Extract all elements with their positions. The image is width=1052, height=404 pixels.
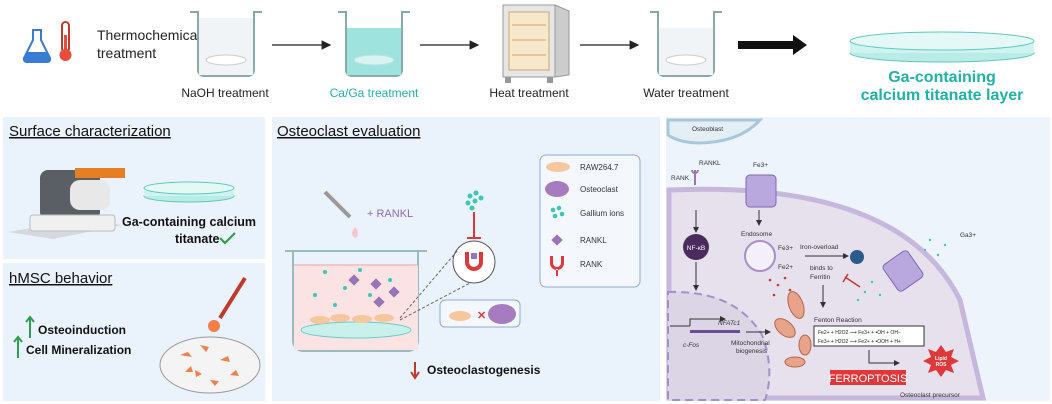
hmsc-item1: Osteoinduction (38, 323, 126, 337)
fe3-top: Fe3+ (753, 162, 768, 169)
precursor-label: Osteoclast precursor (900, 392, 961, 399)
nfkb-label: NF-κB (687, 245, 705, 252)
result-line1: Ga-containing (888, 69, 996, 86)
beaker-water (650, 11, 722, 77)
lipid-line2: ROS (936, 362, 948, 368)
hmsc-heading: hMSC behavior (9, 270, 112, 287)
cfos-label: c-Fos (683, 342, 700, 349)
lipid-line1: Lipid (935, 356, 947, 362)
ferritin-icon (850, 250, 864, 264)
iron-transporter-icon (745, 174, 777, 208)
step-ca-ga: Ca/Ga treatment (330, 86, 419, 100)
binds-line1: binds to (810, 265, 833, 272)
beaker-naoh (190, 11, 262, 77)
inhibition-icon (842, 273, 861, 288)
up-arrow-icon (25, 315, 35, 338)
legend-raw264: RAW264.7 (580, 163, 619, 172)
rank-mech-label: RANK (671, 175, 690, 182)
panel-surface-characterization: Surface characterization Ga-containing c… (3, 117, 265, 259)
hmsc-item2: Cell Mineralization (26, 343, 131, 357)
result-line2: calcium titanate layer (861, 87, 1024, 104)
step-naoh: NaOH treatment (181, 86, 269, 100)
thermometer-icon (59, 21, 72, 61)
rank-receptor-icon (691, 169, 699, 185)
beaker-ca-ga (338, 11, 410, 77)
legend: RAW264.7 Osteoclast Gallium ions RANKL R… (539, 154, 641, 288)
lipid-ros-burst-icon (923, 345, 959, 377)
ga3-label: Ga3+ (960, 232, 976, 239)
panel-osteoclast-evaluation: Osteoclast evaluation + RANKL ✕ (272, 117, 660, 401)
osteoclast-heading: Osteoclast evaluation (277, 123, 420, 140)
fe2-label: Fe2+ (778, 264, 793, 271)
panel-hmsc-behavior: hMSC behavior Osteoinduction Cell Minera… (3, 263, 265, 401)
instrument-icon (8, 168, 125, 239)
flask-icon (22, 29, 52, 63)
binds-line2: Ferritin (810, 274, 831, 281)
surface-label-line2: titanate (175, 232, 220, 246)
surface-label-line1: Ga-containing calcium (122, 215, 256, 229)
osteoblast-cell (666, 118, 764, 145)
osteoclast-result: Osteoclastogenesis (427, 363, 541, 377)
mito-line2: biogenesis (736, 348, 768, 355)
cell-culture-dish-icon (159, 276, 261, 394)
legend-osteoclast: Osteoclast (580, 185, 619, 194)
legend-gallium: Gallium ions (580, 209, 624, 218)
legend-rank: RANK (580, 260, 603, 269)
ferroptosis-badge (830, 370, 906, 385)
step-water: Water treatment (643, 86, 729, 100)
fenton-eq2: Fe3+ + H2O2 ⟶ Fe2+ + •OOH + H+ (818, 339, 901, 345)
pipette-icon (323, 190, 352, 219)
title-line1: Thermochemical (97, 27, 200, 43)
svg-text:✕: ✕ (477, 310, 486, 322)
up-arrow-icon (13, 335, 23, 358)
ferroptosis-label: FERROPTOSIS (829, 373, 908, 385)
sample-dish-icon (143, 181, 235, 203)
blocked-differentiation-icon: ✕ (439, 299, 521, 328)
fenton-eq1: Fe2+ + H2O2 ⟶ Fe3+ + •OH + OH− (818, 330, 901, 336)
gallium-inhibition-icon (399, 190, 496, 321)
step-heat: Heat treatment (489, 86, 569, 100)
big-arrow (738, 35, 807, 55)
nfkb-node (683, 234, 709, 260)
checkmark-icon (219, 232, 236, 245)
drop-icon (352, 227, 358, 238)
nfatc1-label: NFATc1 (718, 320, 741, 327)
mitochondria-icon (774, 291, 812, 368)
osteoblast-label: Osteoblast (692, 126, 723, 133)
title-line2: treatment (97, 45, 156, 61)
rankl-mech-label: RANKL (699, 160, 721, 167)
gallium-transporter-icon (882, 250, 924, 292)
mito-line1: Mitochondrial (731, 340, 770, 347)
top-band: Thermochemical treatment NaOH treatment … (22, 4, 1035, 104)
furnace-icon (502, 4, 570, 83)
iron-overload-label: Iron-overload (800, 244, 839, 251)
fenton-label: Fenton Reaction (814, 317, 862, 324)
endosome-icon (744, 240, 776, 272)
down-arrow-icon (410, 362, 420, 380)
iron-ions (768, 276, 792, 297)
rankl-label: + RANKL (367, 208, 413, 220)
panel-mechanism: Osteoblast RANKL RANK Fe3+ Ga3+ NF-κB En… (666, 117, 1050, 401)
endosome-label: Endosome (741, 231, 772, 238)
gallium-ions (856, 238, 947, 302)
surface-heading: Surface characterization (9, 123, 171, 140)
fe3-label: Fe3+ (778, 245, 793, 252)
petri-dish-icon (849, 31, 1035, 63)
culture-well-icon (285, 250, 427, 352)
legend-rankl: RANKL (580, 236, 607, 245)
